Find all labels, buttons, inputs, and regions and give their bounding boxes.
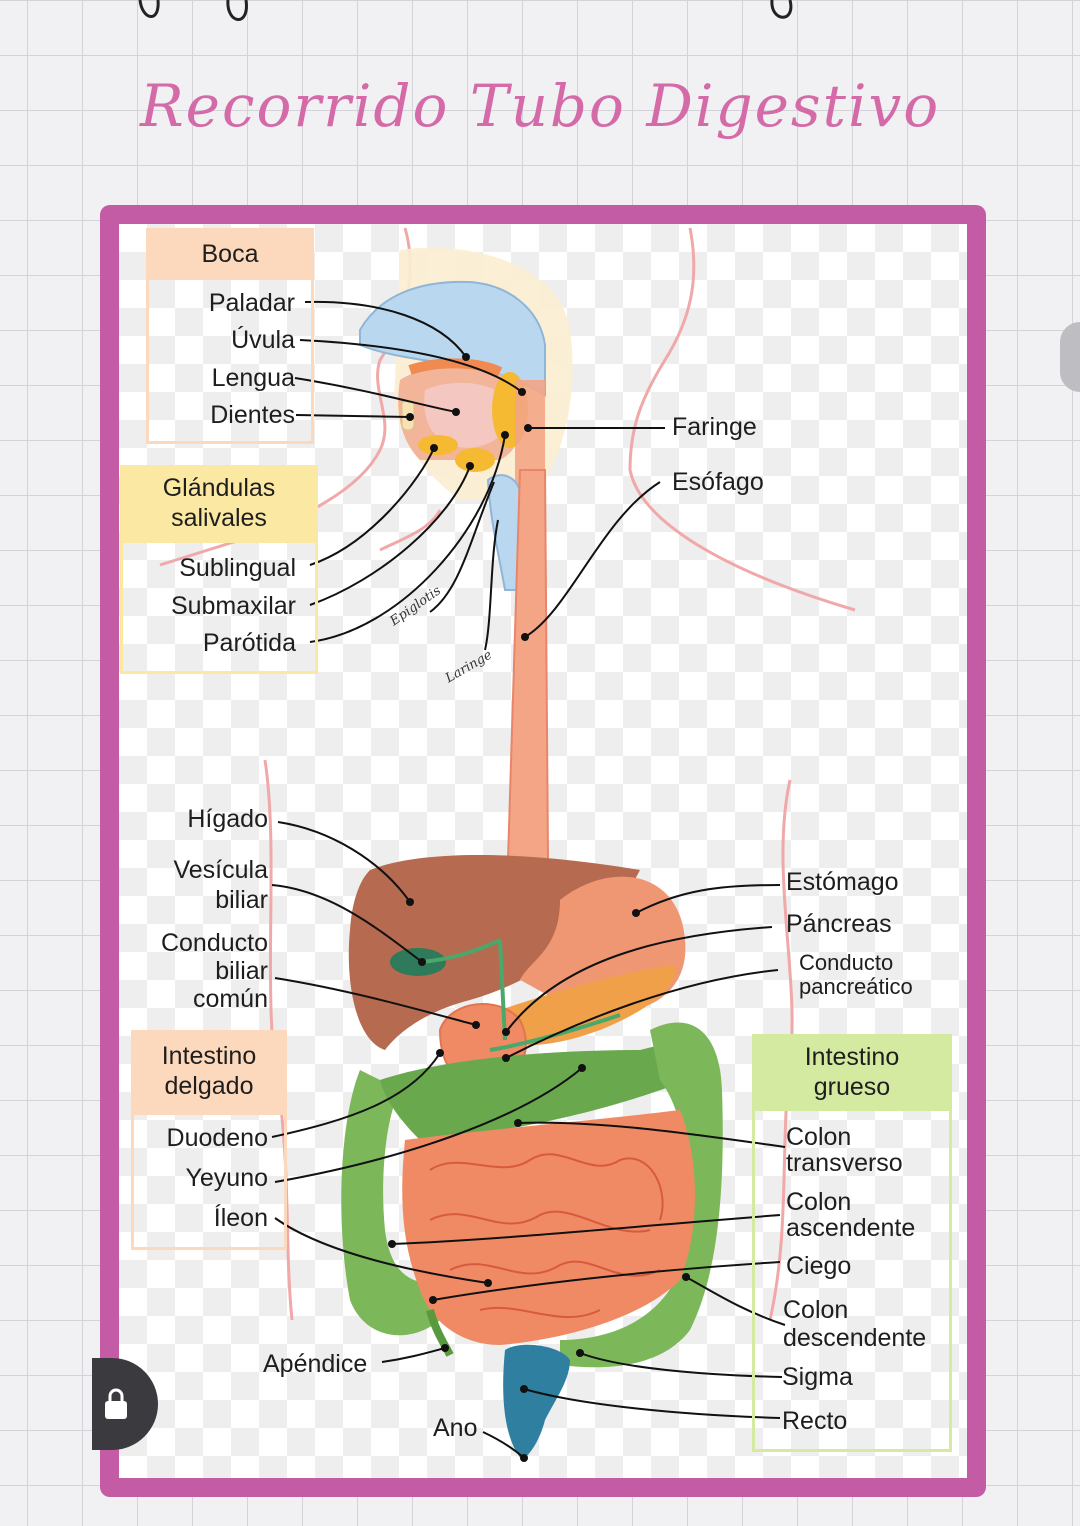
label-uvula: Úvula — [231, 326, 295, 354]
label-apendice: Apéndice — [263, 1350, 368, 1378]
label-sigma: Sigma — [782, 1363, 853, 1391]
label-parotida: Parótida — [202, 629, 296, 657]
glandulas-header: Glándulas salivales — [120, 465, 318, 541]
boca-header: Boca — [146, 228, 314, 280]
label-colon-transverso: Colon transverso — [786, 1123, 903, 1177]
glandulas-box — [120, 540, 318, 674]
label-yeyuno: Yeyuno — [185, 1164, 269, 1192]
lock-icon — [102, 1386, 130, 1422]
label-colon-descendente: Colon descendente — [783, 1296, 927, 1352]
label-ciego: Ciego — [786, 1252, 852, 1280]
leader-lines — [271, 300, 786, 1459]
label-conducto-biliar: Conducto biliar común — [160, 929, 268, 1013]
label-estomago: Estómago — [786, 868, 899, 896]
label-submaxilar: Submaxilar — [170, 592, 296, 620]
label-esofago: Esófago — [672, 468, 764, 496]
label-ileon: Íleon — [213, 1204, 268, 1232]
label-conducto-pancreatico: Conducto pancreático — [799, 950, 913, 999]
page-title: Recorrido Tubo Digestivo — [140, 72, 941, 140]
label-duodeno: Duodeno — [166, 1124, 268, 1152]
top-scribble — [138, 0, 793, 21]
label-higado: Hígado — [187, 805, 268, 833]
intestino-delgado-box — [131, 1112, 287, 1250]
label-colon-ascendente: Colon ascendente — [786, 1188, 916, 1242]
label-paladar: Paladar — [208, 289, 295, 317]
intestino-delgado-header: Intestino delgado — [131, 1030, 287, 1112]
label-sublingual: Sublingual — [179, 554, 296, 582]
label-vesicula: Vesícula biliar — [173, 856, 268, 914]
intestino-grueso-header: Intestino grueso — [752, 1034, 952, 1110]
label-dientes: Dientes — [210, 401, 295, 429]
label-recto: Recto — [782, 1407, 848, 1435]
label-lengua: Lengua — [211, 364, 295, 392]
scroll-handle[interactable] — [1060, 322, 1080, 392]
label-pancreas: Páncreas — [786, 910, 892, 938]
label-ano: Ano — [433, 1414, 478, 1442]
label-faringe: Faringe — [672, 413, 757, 441]
